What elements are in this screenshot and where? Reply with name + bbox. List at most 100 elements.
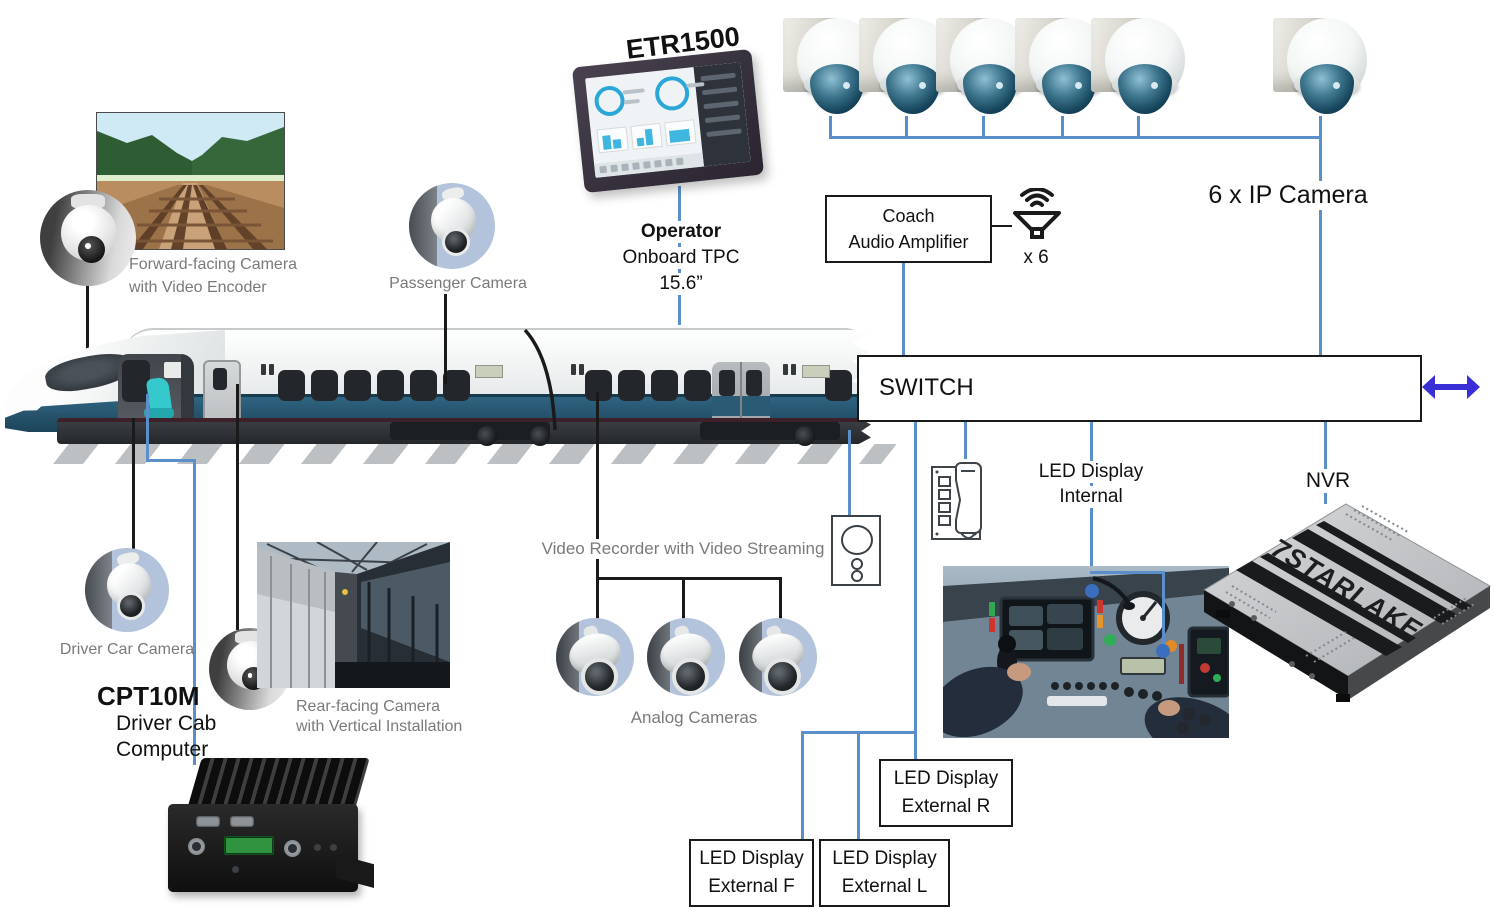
cab-computer-label-1: Driver Cab: [116, 712, 217, 735]
connector-forward-camera: [86, 284, 89, 368]
led-ext-l-line2: External L: [841, 876, 928, 897]
terminal-block: [224, 836, 274, 855]
train-window: [651, 370, 678, 401]
train-wheel: [795, 426, 815, 446]
driver-car-camera-icon: [85, 548, 169, 632]
cab-display-node-2: [1156, 644, 1170, 658]
cab-handset-device: [931, 462, 982, 540]
camera-mount: [70, 193, 106, 210]
forward-camera-label-1: Forward-facing Camera: [129, 256, 298, 273]
connector-cab-computer-3: [193, 459, 196, 765]
connector-ipcams-switch: [1319, 136, 1322, 355]
connector-switch-nvr: [1324, 420, 1327, 504]
forward-camera-icon: [40, 190, 136, 286]
cab-display-node-1: [1085, 584, 1099, 598]
switch-box: SWITCH: [857, 355, 1422, 422]
connector-analog-drop-1: [596, 580, 599, 620]
ipcam-drop-3: [982, 116, 985, 138]
ipcam-drop-5: [1137, 116, 1140, 138]
train-vent: [261, 364, 266, 375]
driver-car-camera-label: Driver Car Camera: [59, 641, 195, 658]
nvr-label: NVR: [1300, 469, 1356, 494]
passenger-camera-label: Passenger Camera: [389, 275, 527, 292]
rear-camera-label-1: Rear-facing Camera: [296, 698, 441, 715]
driver-cab-photo: [943, 566, 1229, 738]
round-connector: [284, 840, 301, 857]
connector-led-ext-r: [914, 731, 917, 759]
nvr-device: 7STARLAKE: [1203, 503, 1491, 702]
video-recorder-label: Video Recorder with Video Streaming: [536, 539, 830, 559]
coach-amp-line2: Audio Amplifier: [848, 232, 969, 252]
train-bogie: [390, 422, 550, 440]
connector-analog-bus: [596, 577, 782, 580]
camera-lens-icon: [764, 658, 801, 695]
led-internal-label-1: LED Display: [1033, 461, 1149, 483]
switch-label: SWITCH: [879, 374, 974, 402]
connector-cab-computer-2: [146, 459, 196, 462]
cab-computer-model-label: CPT10M: [97, 681, 200, 711]
train-destination-display: [475, 365, 503, 378]
camera-lens-icon: [581, 658, 618, 695]
train-window: [278, 370, 305, 401]
speaker-icon: [1013, 188, 1061, 239]
train-window: [618, 370, 645, 401]
connector-amp-speaker: [990, 225, 1012, 227]
led-ext-l-line1: LED Display: [832, 848, 937, 870]
ip-camera-count-label: 6 x IP Camera: [1203, 181, 1373, 210]
passenger-camera-icon: [409, 183, 495, 269]
device-screen: [585, 62, 751, 178]
camera-lens-icon: [441, 227, 471, 257]
ip-camera-6: [1273, 12, 1369, 120]
coach-amp-line1: Coach: [882, 205, 935, 226]
connector-led-ext-f: [801, 731, 804, 839]
inter-car-cable: [523, 328, 557, 431]
train-window: [443, 370, 470, 401]
led-ext-f-line1: LED Display: [699, 848, 804, 870]
etr-size-label: 15.6”: [654, 273, 708, 295]
forward-camera-label-2: with Video Encoder: [129, 279, 267, 296]
train-front-door: [203, 360, 241, 424]
speaker-count-label: x 6: [1023, 247, 1049, 268]
connector-analog-drop-3: [779, 577, 782, 620]
cab-display-branch: [1090, 571, 1165, 574]
bidirectional-arrow-icon: [1422, 375, 1480, 399]
led-display-external-f-box: LED Display External F: [689, 839, 814, 907]
connector-switch-intercom: [848, 430, 851, 515]
train-window: [684, 370, 711, 401]
train-vent: [571, 364, 576, 375]
connector-amp-switch: [902, 261, 905, 355]
intercom-panel: [831, 515, 881, 586]
ipcam-drop-1: [829, 116, 832, 138]
train-destination-display: [802, 365, 830, 378]
cpt10m-computer: [168, 758, 374, 898]
gauge-ring: [593, 84, 627, 118]
train-bogie: [700, 422, 840, 440]
camera-lens-icon: [78, 236, 106, 263]
connector-analog-drop-2: [682, 577, 685, 620]
train-vent: [579, 364, 584, 375]
connector-passenger-camera: [444, 294, 447, 384]
coach-audio-amplifier-box: Coach Audio Amplifier: [825, 195, 992, 263]
analog-camera-1: [556, 618, 634, 696]
train-window: [410, 370, 437, 401]
lens-glint: [247, 673, 253, 678]
train-vent: [783, 364, 788, 375]
ip-camera-5: [1091, 12, 1187, 120]
etr1500-panel-pc: [571, 48, 765, 194]
led-ext-f-line2: External F: [708, 876, 795, 897]
connector-switch-handset: [964, 420, 967, 459]
round-connector: [188, 838, 205, 855]
connector-driver-car-camera: [132, 418, 135, 549]
cab-computer-label-2: Computer: [116, 738, 209, 761]
led-display-external-l-box: LED Display External L: [819, 839, 950, 907]
cab-display-drop: [1162, 571, 1165, 651]
analog-camera-2: [647, 618, 725, 696]
connector-video-recorder: [596, 392, 599, 580]
train-wheel: [477, 426, 497, 446]
ipcam-drop-6: [1319, 116, 1322, 138]
connector-switch-led-external: [914, 420, 917, 734]
connector-cab-computer-1: [146, 394, 149, 461]
train-window: [377, 370, 404, 401]
train-wheel: [530, 426, 550, 446]
